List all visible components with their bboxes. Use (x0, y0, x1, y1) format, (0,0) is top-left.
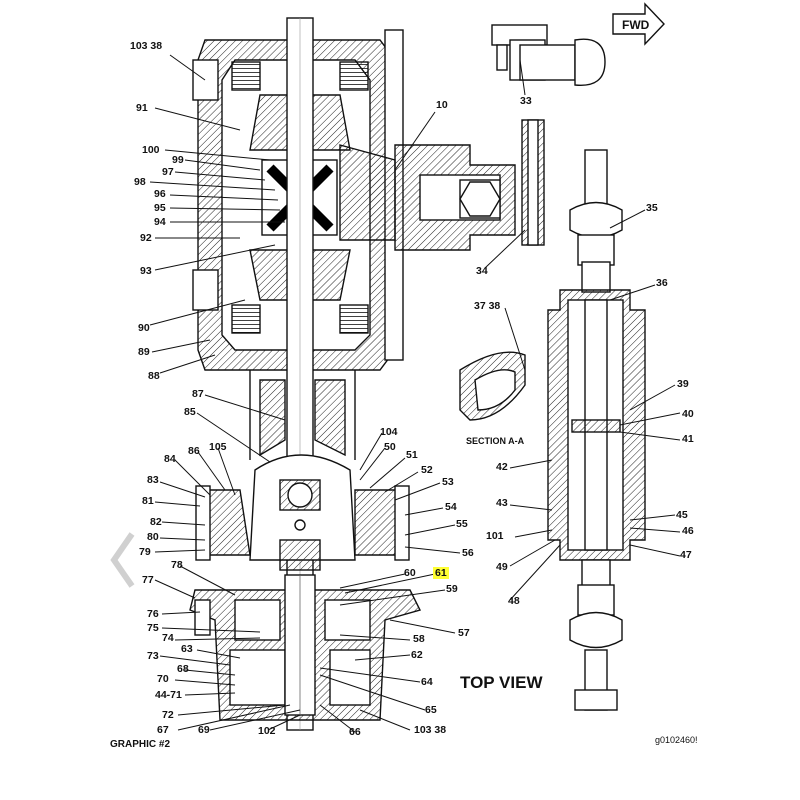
section-label: SECTION A-A (466, 436, 525, 446)
graphic-label: GRAPHIC #2 (110, 739, 171, 750)
callout-label: 92 (140, 232, 152, 244)
callout-label: 82 (150, 516, 162, 528)
callout-label: 10 (436, 99, 448, 111)
callout-label: 35 (646, 202, 658, 214)
callout-label: 70 (157, 673, 169, 685)
callout-label: 79 (139, 546, 151, 558)
callout-label: 50 (384, 441, 396, 453)
main-assembly-upper (192, 17, 404, 731)
callout-label: 58 (413, 633, 425, 645)
callout-label: 45 (676, 509, 688, 521)
callout-label: 36 (656, 277, 668, 289)
leader-lines (149, 54, 681, 733)
callout-label: 43 (496, 497, 508, 509)
callout-label: 72 (162, 709, 174, 721)
callout-label: 64 (421, 676, 433, 688)
callout-label: 33 (520, 95, 532, 107)
callout-label: 53 (442, 476, 454, 488)
callout-label: 84 (164, 453, 176, 465)
callout-label: 97 (162, 166, 174, 178)
callout-label: 60 (404, 567, 416, 579)
callout-label: 40 (682, 408, 694, 420)
view-label: TOP VIEW (460, 673, 543, 692)
callout-label: 75 (147, 622, 159, 634)
chevron-left-icon[interactable] (108, 530, 136, 590)
callout-label: 54 (445, 501, 457, 513)
callout-label: 101 (486, 530, 504, 542)
callout-label: 93 (140, 265, 152, 277)
callout-label: 73 (147, 650, 159, 662)
section-a-a (459, 351, 526, 421)
callout-label: 74 (162, 632, 174, 644)
callout-label-highlighted: 61 (433, 567, 449, 579)
callout-label: 103 38 (130, 40, 163, 52)
callout-label: 99 (172, 154, 184, 166)
fwd-arrow-icon (612, 2, 665, 46)
callout-label: 44-71 (155, 689, 182, 701)
callout-label: 59 (446, 583, 458, 595)
callout-label: 98 (134, 176, 146, 188)
callout-label: 77 (142, 574, 154, 586)
callout-label: 66 (349, 726, 361, 738)
callout-label: 86 (188, 445, 200, 457)
pinion-input-assembly (394, 144, 516, 251)
callout-label: 81 (142, 495, 154, 507)
callout-label: 65 (425, 704, 437, 716)
callout-label: 89 (138, 346, 150, 358)
fwd-label: FWD (622, 18, 650, 32)
callout-label: 41 (682, 433, 694, 445)
callout-label: 39 (677, 378, 689, 390)
callout-label: 102 (258, 725, 276, 737)
callout-label: 48 (508, 595, 520, 607)
callout-label: 69 (198, 724, 210, 736)
callout-label: 83 (147, 474, 159, 486)
callout-label: 42 (496, 461, 508, 473)
callout-label: 105 (209, 441, 227, 453)
callout-label: 46 (682, 525, 694, 537)
callout-label: 67 (157, 724, 169, 736)
callout-label: 37 38 (474, 300, 501, 312)
callout-label: 62 (411, 649, 423, 661)
callout-label: 52 (421, 464, 433, 476)
callout-label: 76 (147, 608, 159, 620)
callout-label: 55 (456, 518, 468, 530)
callout-label: 80 (147, 531, 159, 543)
callout-label: 47 (680, 549, 692, 561)
callout-label: 78 (171, 559, 183, 571)
callout-label: 51 (406, 449, 418, 461)
callout-label: 68 (177, 663, 189, 675)
top-right-linkage (491, 24, 606, 246)
callout-label: 49 (496, 561, 508, 573)
callout-label: 96 (154, 188, 166, 200)
image-code: g0102460! (655, 735, 698, 745)
callout-label: 57 (458, 627, 470, 639)
callout-label: 95 (154, 202, 166, 214)
callout-label: 103 38 (414, 724, 447, 736)
callout-label: 63 (181, 643, 193, 655)
callout-label: 94 (154, 216, 166, 228)
callout-label: 85 (184, 406, 196, 418)
callout-label: 104 (380, 426, 398, 438)
callout-label: 34 (476, 265, 488, 277)
callout-label: 90 (138, 322, 150, 334)
callout-label: 100 (142, 144, 160, 156)
callout-label: 88 (148, 370, 160, 382)
right-actuator (547, 149, 646, 711)
lower-assembly (189, 370, 422, 721)
callout-label: 87 (192, 388, 204, 400)
callout-label: 56 (462, 547, 474, 559)
callout-label: 91 (136, 102, 148, 114)
